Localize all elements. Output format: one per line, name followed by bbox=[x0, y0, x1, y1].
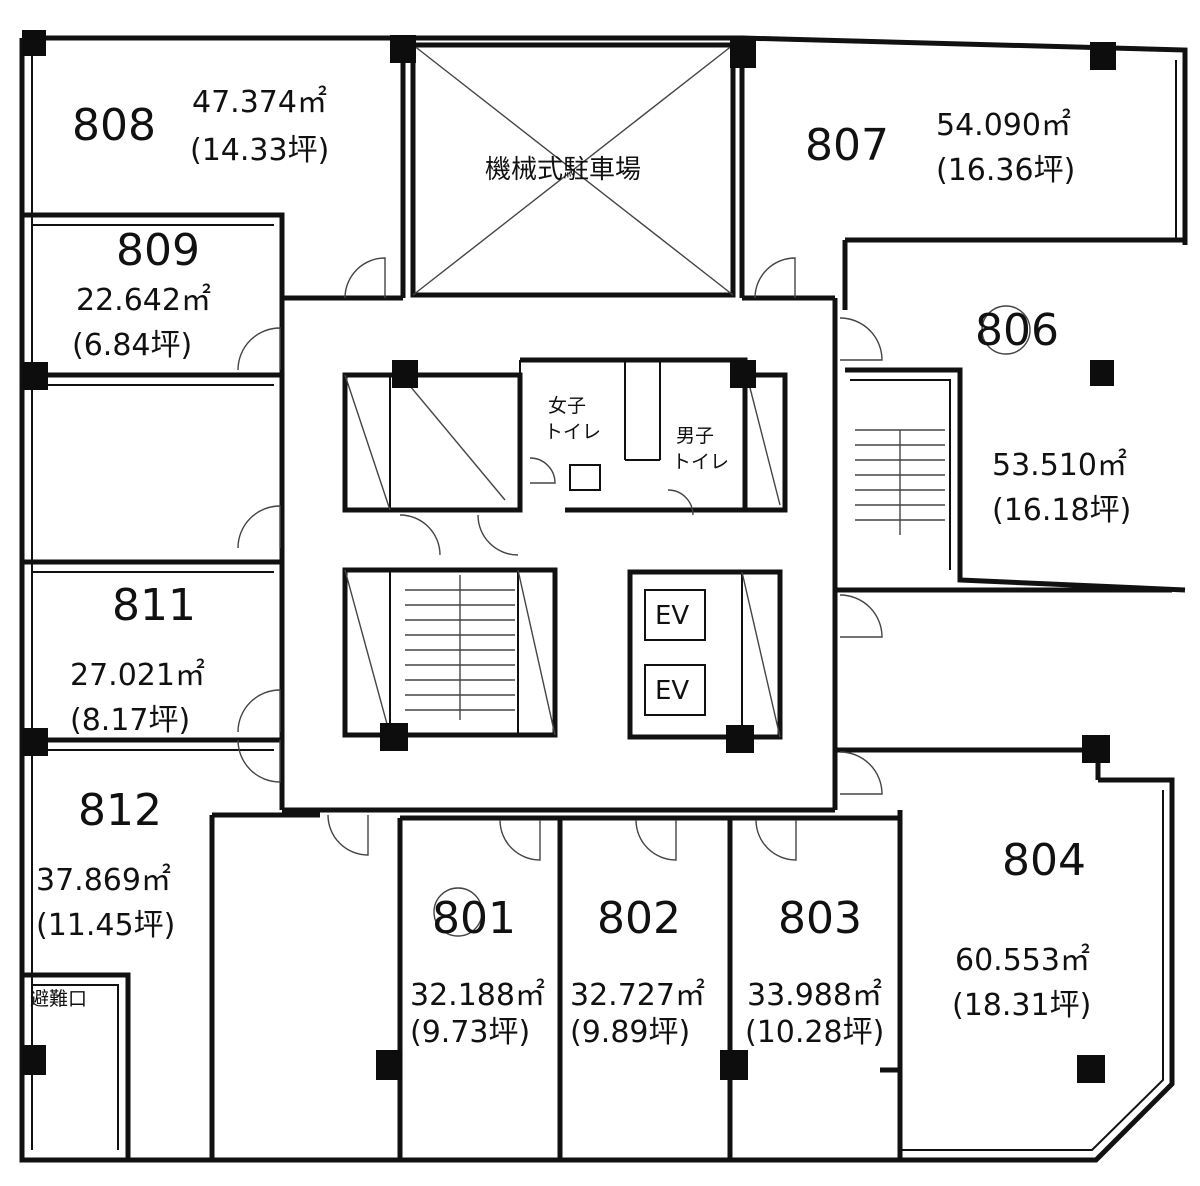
room-808-number: 808 bbox=[72, 100, 156, 151]
room-812-number: 812 bbox=[78, 785, 162, 836]
room-802-number: 802 bbox=[597, 893, 681, 944]
room-807-area: 54.090㎡ bbox=[936, 108, 1071, 143]
elevator-label-2: EV bbox=[655, 676, 689, 706]
room-801-circle-mark bbox=[433, 887, 483, 937]
womens-toilet-label-1: 女子 bbox=[548, 395, 586, 417]
room-801-tsubo: (9.73坪) bbox=[410, 1015, 530, 1050]
room-802-tsubo: (9.89坪) bbox=[570, 1015, 690, 1050]
mens-toilet-label-1: 男子 bbox=[676, 425, 714, 447]
room-808-area: 47.374㎡ bbox=[192, 85, 327, 120]
room-811-number: 811 bbox=[112, 580, 196, 631]
door-swings bbox=[237, 257, 883, 861]
room-807-tsubo: (16.36坪) bbox=[936, 153, 1075, 188]
room-806-circle-mark bbox=[981, 305, 1031, 355]
room-809-number: 809 bbox=[116, 225, 200, 276]
parking-area bbox=[410, 42, 736, 298]
room-806-number: 806 bbox=[975, 305, 1059, 356]
room-804-number: 804 bbox=[1002, 835, 1086, 886]
room-806-tsubo: (16.18坪) bbox=[992, 493, 1131, 528]
mens-toilet-label-2: トイレ bbox=[672, 451, 729, 473]
parking-label: 機械式駐車場 bbox=[485, 155, 641, 185]
room-804-area: 60.553㎡ bbox=[955, 943, 1090, 978]
room-806-area: 53.510㎡ bbox=[992, 448, 1127, 483]
elevator-label-1: EV bbox=[655, 601, 689, 631]
room-801-number: 801 bbox=[432, 893, 516, 944]
room-803-tsubo: (10.28坪) bbox=[745, 1015, 884, 1050]
room-811-tsubo: (8.17坪) bbox=[70, 703, 190, 738]
room-811-area: 27.021㎡ bbox=[70, 658, 205, 693]
womens-toilet-label-2: トイレ bbox=[544, 421, 601, 443]
room-803-number: 803 bbox=[778, 893, 862, 944]
room-809-area: 22.642㎡ bbox=[76, 283, 211, 318]
room-812-tsubo: (11.45坪) bbox=[36, 908, 175, 943]
left-staircase bbox=[342, 567, 558, 738]
room-803-area: 33.988㎡ bbox=[747, 978, 882, 1013]
emergency-exit-label: 避難口 bbox=[30, 988, 87, 1010]
room-807-number: 807 bbox=[805, 120, 889, 171]
room-804-tsubo: (18.31坪) bbox=[952, 988, 1091, 1023]
room-802-area: 32.727㎡ bbox=[570, 978, 705, 1013]
structural-columns bbox=[22, 30, 1116, 1083]
room-801-area: 32.188㎡ bbox=[410, 978, 545, 1013]
elevator-block bbox=[627, 569, 783, 740]
room-808-tsubo: (14.33坪) bbox=[190, 133, 329, 168]
toilet-block bbox=[342, 357, 788, 513]
room-812-area: 37.869㎡ bbox=[36, 863, 171, 898]
room-809-tsubo: (6.84坪) bbox=[72, 328, 192, 363]
right-staircase bbox=[855, 429, 945, 535]
outer-walls bbox=[19, 35, 1188, 1163]
core-walls bbox=[279, 295, 900, 1160]
